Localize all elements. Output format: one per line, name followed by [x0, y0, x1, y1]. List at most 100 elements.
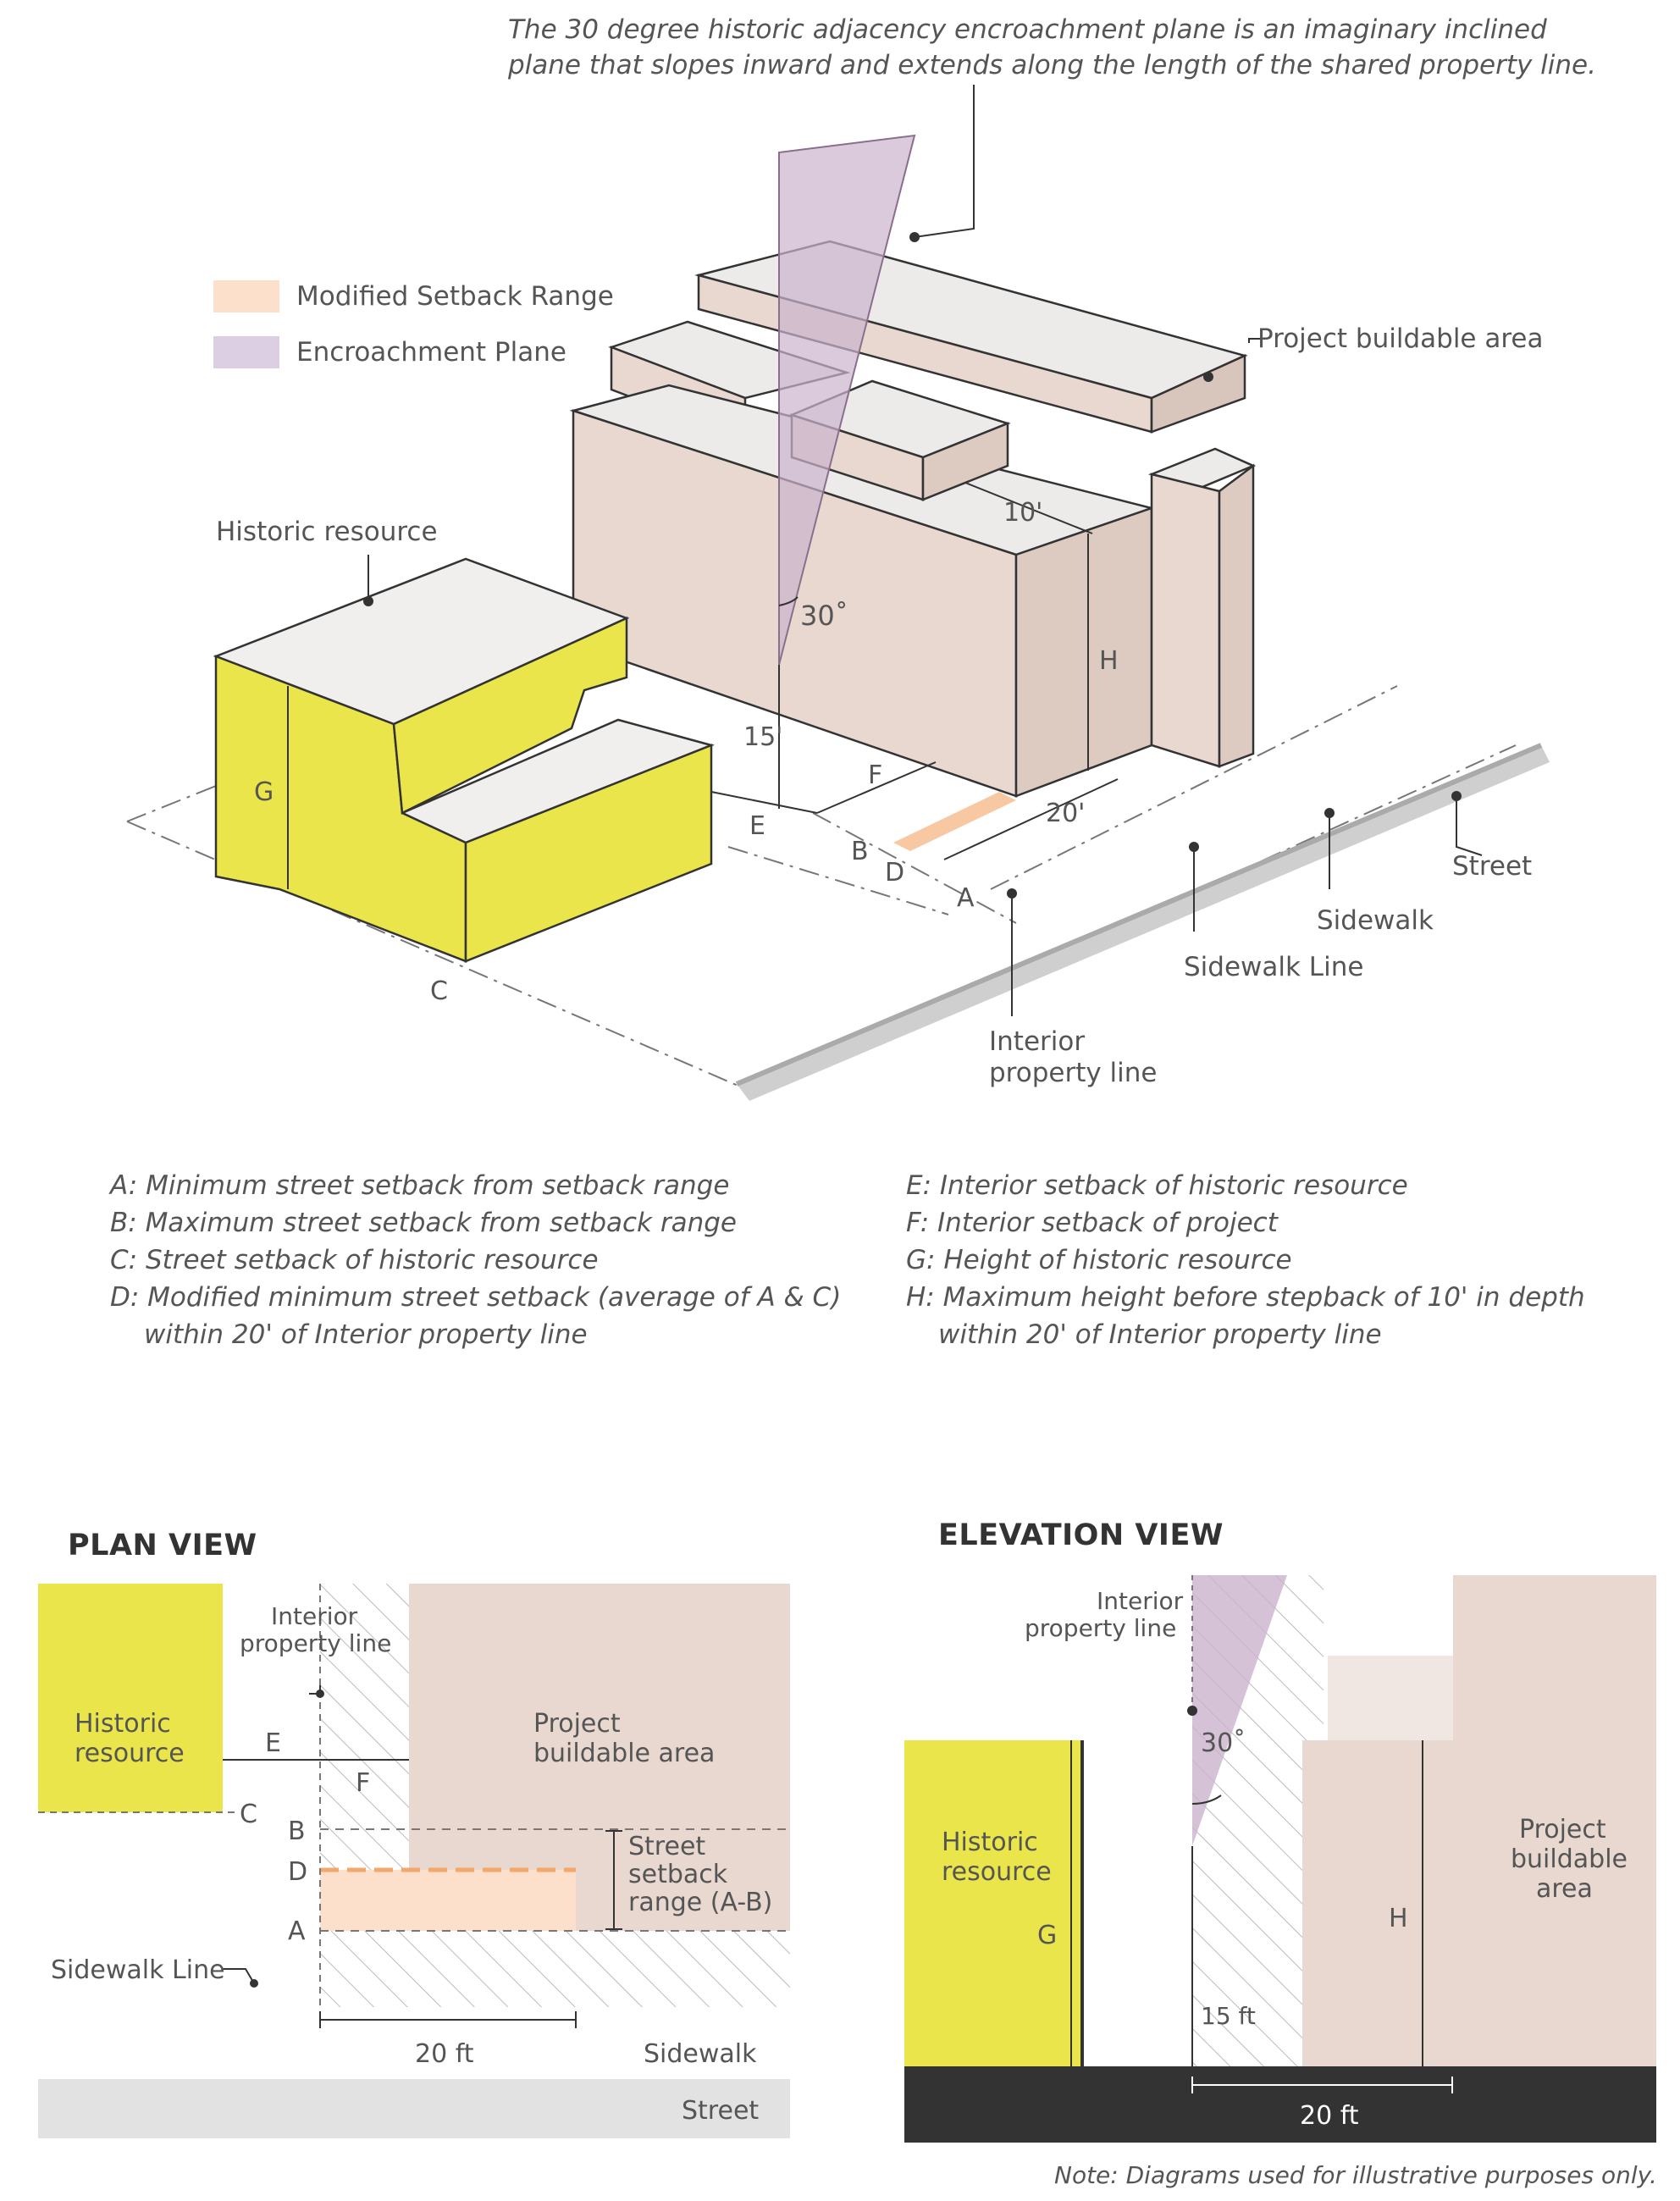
definition-B: B: Maximum street setback from setback r…	[110, 1208, 737, 1238]
leader-dots	[363, 232, 1462, 899]
plan-label-historic1: Historic	[75, 1709, 171, 1739]
plan-label-D: D	[288, 1857, 307, 1887]
plan-label-F: F	[356, 1768, 370, 1798]
definition-D-cont: within 20' of Interior property line	[144, 1319, 588, 1350]
label-A: A	[957, 883, 975, 913]
definition-D: D: Modified minimum street setback (aver…	[110, 1282, 842, 1313]
ground-dimensions	[710, 482, 1119, 860]
plan-label-interior1: Interior	[271, 1602, 358, 1630]
elev-angle-arc	[1191, 1795, 1222, 1805]
definition-H: H: Maximum height before stepback of 10'…	[906, 1282, 1585, 1313]
elev-label-20ft: 20 ft	[1300, 2101, 1359, 2131]
plan-label-interior2: property line	[240, 1629, 391, 1657]
elev-label-H: H	[1389, 1904, 1408, 1933]
label-interior-line1: Interior	[989, 1026, 1085, 1057]
label-D: D	[885, 858, 904, 888]
plan-label-B: B	[288, 1817, 306, 1846]
project-right-front	[1150, 473, 1221, 768]
definitions-left: A: Minimum street setback from setback r…	[110, 1167, 923, 1353]
elev-label-interior1: Interior	[1097, 1587, 1184, 1615]
historic-step-face	[392, 617, 628, 815]
note: Note: Diagrams used for illustrative pur…	[1054, 2161, 1657, 2189]
legend: Modified Setback Range Encroachment Plan…	[213, 279, 614, 369]
label-street: Street	[1452, 851, 1532, 882]
street-edge	[735, 743, 1543, 1087]
definition-F: F: Interior setback of project	[906, 1208, 1278, 1238]
plan-label-C: C	[240, 1800, 257, 1829]
legend-label-encroachment: Encroachment Plane	[296, 337, 566, 368]
plan-label-sidewalk-line: Sidewalk Line	[51, 1955, 225, 1985]
plan-label-project1: Project	[533, 1709, 621, 1739]
historic-front-right	[464, 744, 713, 963]
encroachment-plane	[778, 134, 916, 666]
legend-label-modified-setback: Modified Setback Range	[296, 281, 614, 312]
elev-label-30: 30˚	[1201, 1728, 1246, 1758]
definition-E: E: Interior setback of historic resource	[906, 1170, 1408, 1201]
project-step-side	[921, 422, 1009, 501]
definition-G: G: Height of historic resource	[906, 1245, 1292, 1275]
plan-label-range1: Street	[628, 1832, 705, 1861]
top-caption-line1: The 30 degree historic adjacency encroac…	[508, 14, 1547, 45]
plan-label-A: A	[288, 1916, 306, 1946]
legend-item-encroachment: Encroachment Plane	[213, 335, 614, 369]
plan-label-project2: buildable area	[533, 1739, 715, 1768]
label-B: B	[851, 837, 869, 866]
elev-encroachment-plane	[1192, 1575, 1287, 1846]
legend-swatch-modified-setback	[213, 280, 279, 312]
plan-sidewalk-leader	[222, 1968, 255, 1984]
plan-hatch-interior	[320, 1584, 409, 1829]
definition-C: C: Street setback of historic resource	[110, 1245, 599, 1275]
label-H: H	[1099, 646, 1119, 676]
top-caption: The 30 degree historic adjacency encroac…	[508, 12, 1609, 83]
definitions-right: E: Interior setback of historic resource…	[906, 1167, 1668, 1353]
elev-label-project3: area	[1536, 1874, 1593, 1904]
label-sidewalk-line: Sidewalk Line	[1184, 952, 1363, 982]
label-dim-20: 20'	[1046, 799, 1085, 828]
label-dim-15: 15'	[743, 722, 782, 752]
elev-historic-resource	[904, 1740, 1082, 2066]
top-caption-line2: plane that slopes inward and extends alo…	[508, 50, 1596, 80]
elev-label-interior2: property line	[1025, 1614, 1176, 1642]
project-right-side	[1218, 463, 1255, 768]
elevation-view-diagram: Interior property line 30˚ Historic reso…	[904, 1575, 1656, 2143]
elev-label-historic1: Historic	[942, 1828, 1038, 1857]
plan-label-range3: range (A-B)	[628, 1888, 772, 1917]
label-angle-30: 30˚	[800, 600, 848, 632]
street-strip	[737, 745, 1550, 1101]
leaders	[368, 85, 1483, 1016]
elev-label-historic2: resource	[942, 1857, 1052, 1887]
label-historic-resource: Historic resource	[216, 517, 438, 547]
modified-setback-strip	[893, 792, 1016, 851]
project-upper-side	[1150, 354, 1246, 434]
label-F: F	[868, 760, 882, 790]
elev-label-G: G	[1037, 1921, 1057, 1950]
plan-label-sidewalk: Sidewalk	[644, 2039, 757, 2069]
label-dim-10: 10'	[1003, 498, 1042, 528]
legend-item-modified-setback: Modified Setback Range	[213, 279, 614, 313]
plan-label-historic2: resource	[75, 1739, 185, 1768]
plan-modified-setback	[320, 1870, 576, 1931]
plan-street	[38, 2079, 790, 2138]
elev-project-right	[1453, 1575, 1656, 2066]
label-E: E	[749, 811, 765, 841]
plan-historic-resource	[38, 1584, 223, 1812]
label-sidewalk: Sidewalk	[1317, 905, 1434, 936]
label-C: C	[430, 976, 448, 1006]
label-interior-line2: property line	[989, 1058, 1158, 1088]
elev-label-project2: buildable	[1511, 1844, 1628, 1874]
label-project-buildable-area: Project buildable area	[1257, 324, 1544, 354]
elev-project-left	[1302, 1740, 1453, 2066]
definition-H-cont: within 20' of Interior property line	[938, 1319, 1382, 1350]
plan-label-street: Street	[682, 2096, 759, 2126]
plan-view-title: PLAN VIEW	[68, 1529, 257, 1562]
elev-label-15ft: 15 ft	[1201, 2002, 1256, 2030]
legend-swatch-encroachment	[213, 336, 279, 368]
definition-A: A: Minimum street setback from setback r…	[110, 1170, 730, 1201]
label-G: G	[254, 777, 274, 807]
plan-view-diagram: Interior property line Historic resource…	[38, 1584, 790, 2138]
plan-label-E: E	[265, 1728, 281, 1758]
elev-project-back-step	[1328, 1656, 1453, 1740]
angle-30-arc	[778, 596, 799, 606]
elev-label-project1: Project	[1519, 1815, 1606, 1844]
elev-ground	[904, 2066, 1656, 2143]
